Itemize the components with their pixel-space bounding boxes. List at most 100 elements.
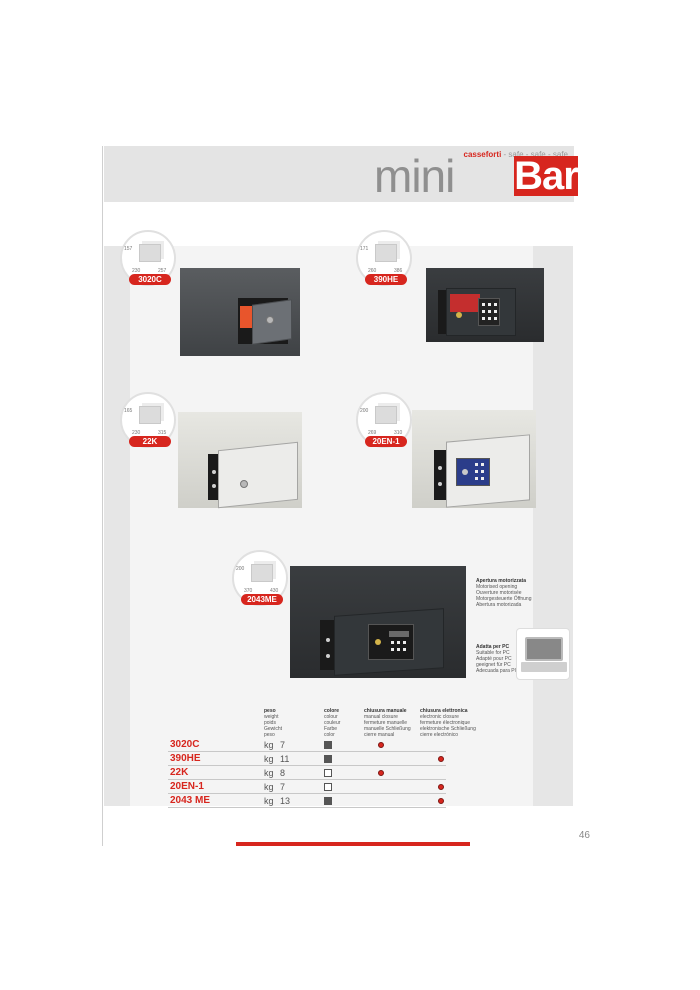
product-name: 20EN-1 [170,781,204,792]
subtitle-rest: - safe - safe - safe [501,150,568,159]
dimension-box-icon [375,244,397,262]
table-row: 20EN-1 kg 7 [168,780,446,794]
motor-note-line: Abertura motorizada [476,602,522,608]
laptop-icon [516,628,570,680]
table-row: 22K kg 8 [168,766,446,780]
motor-note-line: Ouverture motorisée [476,590,522,596]
page-header: casseforti - safe - safe - safe mini Bar [104,146,579,202]
dim-height: 200 [236,566,245,572]
pc-note-line: Adecuada para PC [476,668,519,674]
footer-accent-bar [236,842,470,846]
left-stripe [104,246,130,806]
dimension-box-icon [375,406,397,424]
safe-image-2043me [290,566,466,678]
header-line: weight [264,714,279,720]
motor-note: Apertura motorizzata Motorised opening O… [476,578,532,608]
product-name: 22K [170,767,189,778]
badge-3020c: 157 230 257 3020C [120,230,176,286]
header-manual: chiusura manuale manual closure fermetur… [364,708,411,738]
badge-2043me: 200 370 430 2043ME [232,550,288,606]
header-color: colore colour couleur Farbe color [324,708,340,738]
pc-note-title: Adatta per PC [476,644,510,650]
header-weight: peso weight poids Gewicht peso [264,708,282,738]
motor-note-line: Motorised opening [476,584,518,590]
dim-width: 315 [158,430,167,436]
pc-note: Adatta per PC Suitable for PC Adapté pou… [476,644,518,674]
dim-width: 430 [270,588,279,594]
margin-line [102,146,103,846]
header-line: Farbe [324,726,338,732]
weight-value: 13 [280,796,291,806]
header-line: cierre electrónico [420,732,459,738]
header-weight-title: peso [264,708,276,714]
manual-closure-dot [378,770,384,776]
dim-depth: 230 [132,430,141,436]
header-line: Gewicht [264,726,283,732]
dim-width: 386 [394,268,403,274]
pc-note-line: geeignet für PC [476,662,511,668]
color-swatch [324,783,332,791]
dim-depth: 269 [368,430,377,436]
keypad-icon [478,298,500,326]
brand-light: mini [374,150,455,202]
motor-note-title: Apertura motorizzata [476,578,527,584]
safe-image-20en-1 [412,410,536,508]
electronic-closure-dot [438,798,444,804]
keyhole-icon [240,480,248,488]
header-line: manual closure [364,714,398,720]
safe-image-390he [426,268,544,342]
weight-unit: kg [264,754,274,764]
keypad-icon [368,624,414,660]
weight-value: 11 [280,754,290,764]
table-row: 2043 ME kg 13 [168,794,446,808]
product-name: 2043 ME [170,795,211,806]
weight-unit: kg [264,782,274,792]
badge-label: 20EN-1 [365,436,407,447]
dim-height: 200 [360,408,369,414]
keyhole-icon [266,316,274,324]
safe-image-22k [178,412,302,509]
header-electronic-title: chiusura elettronica [420,708,468,714]
header-line: electronic closure [420,714,459,720]
table-row: 390HE kg 11 [168,752,446,766]
electronic-closure-dot [438,784,444,790]
safe-image-3020c [180,268,300,356]
product-name: 390HE [170,753,201,764]
badge-390he: 171 260 386 390HE [356,230,412,286]
dim-depth: 230 [132,268,141,274]
brand-bold: Bar [514,154,579,198]
weight-unit: kg [264,740,274,750]
keypad-icon [456,458,490,486]
color-swatch [324,755,332,763]
dimension-box-icon [251,564,273,582]
color-swatch [324,797,332,805]
weight-unit: kg [264,768,274,778]
dim-height: 171 [360,246,369,252]
header-line: peso [264,732,275,738]
dimension-box-icon [139,406,161,424]
color-swatch [324,741,332,749]
dimension-box-icon [139,244,161,262]
badge-label: 22K [129,436,171,447]
header-line: fermeture électronique [420,720,471,726]
dim-depth: 260 [368,268,377,274]
subtitle-highlight: casseforti [463,150,502,159]
manual-closure-dot [378,742,384,748]
badge-20en-1: 200 269 310 20EN-1 [356,392,412,448]
page-number: 46 [578,830,590,841]
product-name: 3020C [170,739,200,750]
header-color-title: colore [324,708,340,714]
header-line: cierre manual [364,732,395,738]
badge-label: 390HE [365,274,407,285]
lock-knob-icon [456,312,462,318]
header-line: manuelle Schließung [364,726,411,732]
header-line: poids [264,720,276,726]
header-line: elektronische Schließung [420,726,476,732]
weight-value: 7 [280,740,286,750]
header-line: couleur [324,720,341,726]
badge-label: 2043ME [241,594,283,605]
header-subtitle: casseforti - safe - safe - safe [464,150,569,159]
badge-label: 3020C [129,274,171,285]
header-line: color [324,732,335,738]
